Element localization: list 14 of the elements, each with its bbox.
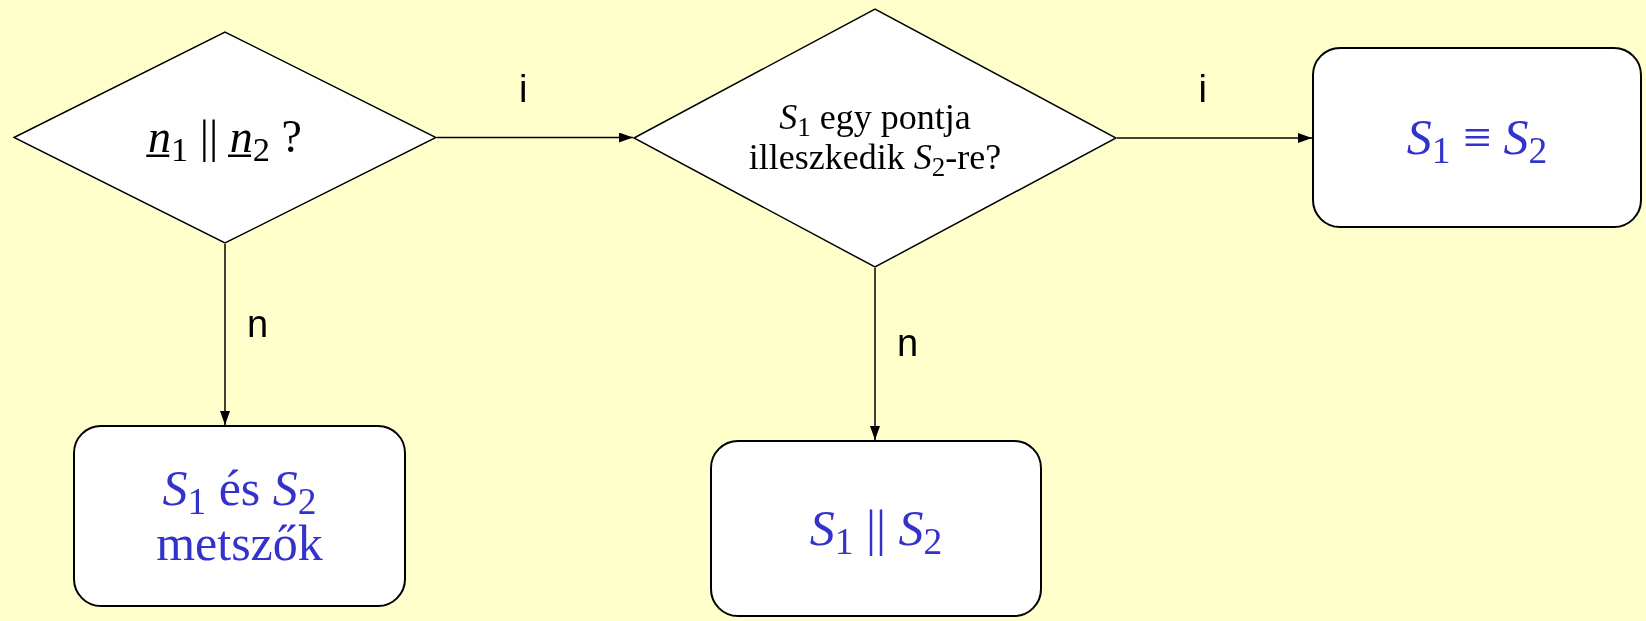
arrow xyxy=(1116,133,1313,143)
decision-diamond xyxy=(633,8,1117,268)
result-box xyxy=(710,440,1042,617)
arrow xyxy=(436,132,634,143)
question-text: n̲$_{1}$ || n̲$_{2}$ ? xyxy=(145,112,303,163)
question-text: S$_{1}$ egy pontja illeszkedik S$_{2}$-re? xyxy=(747,98,1003,178)
arrow xyxy=(870,267,880,441)
decision-diamond xyxy=(13,31,437,244)
result-text: S$_{1}$ ≡ S$_{2}$ xyxy=(1405,110,1549,165)
result-box xyxy=(73,425,406,607)
result-text: S$_{1}$ || S$_{2}$ xyxy=(808,501,944,556)
result-text: S$_{1}$ és S$_{2}$ metszők xyxy=(155,461,324,571)
arrow xyxy=(220,243,230,426)
result-box xyxy=(1312,47,1642,228)
